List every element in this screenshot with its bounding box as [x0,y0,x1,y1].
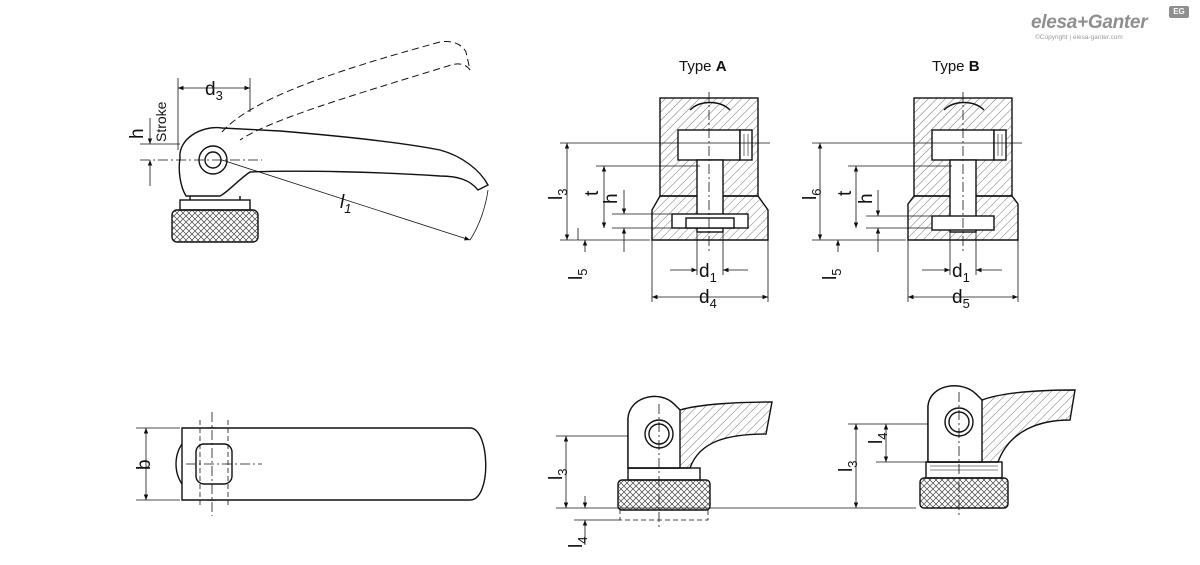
dim-h-label-type-a: h [601,193,622,204]
dim-d3-label: d3 [205,79,223,103]
dim-l4-label-cam-high: l4 [866,433,890,444]
brand-name: elesa+Ganter [1031,12,1148,33]
dim-b-label: b [134,459,155,470]
dim-l6-label: l6 [800,189,824,200]
dim-t-label-type-a: t [582,190,603,196]
dim-l3-label-cam-high: l3 [836,461,860,472]
dim-t-label-type-b: t [835,190,856,196]
type-b-title: Type B [932,58,980,75]
dim-l4-label-cam-low: l4 [566,537,590,548]
dim-d1-label-type-b: d1 [952,261,970,285]
dim-d4-label: d4 [699,287,717,311]
type-a-section-view [560,92,770,302]
cam-detail-low-view [556,395,916,545]
dim-l1-label: l1 [340,192,351,216]
lever-top-view [136,412,487,516]
dim-d5-label: d5 [952,287,970,311]
lever-side-view [140,41,489,243]
dim-d1-label-type-a: d1 [699,261,717,285]
brand-logo: elesa+Ganter ©Copyright | elesa-ganter.c… [1031,6,1191,50]
dimension-labels: d3 h Stroke l1 l3 t h l5 d1 d4 l6 t h l5… [127,79,970,548]
type-a-title: Type A [679,58,727,75]
dim-l3-label-type-a: l3 [546,189,570,200]
dim-l5-label-type-b: l5 [820,269,844,280]
cam-detail-high-view [848,385,1076,518]
dim-h-label-top: h [127,128,148,139]
type-b-section-view [812,92,1022,302]
dim-l5-label-type-a: l5 [566,269,590,280]
dim-l3-label-cam-low: l3 [546,469,570,480]
brand-badge-icon: EG [1169,6,1189,18]
dim-h-label-type-b: h [856,193,877,204]
brand-copyright: ©Copyright | elesa-ganter.com [1035,34,1123,41]
view-titles: Type A Type B [679,58,980,75]
dim-stroke-label: Stroke [153,101,169,142]
